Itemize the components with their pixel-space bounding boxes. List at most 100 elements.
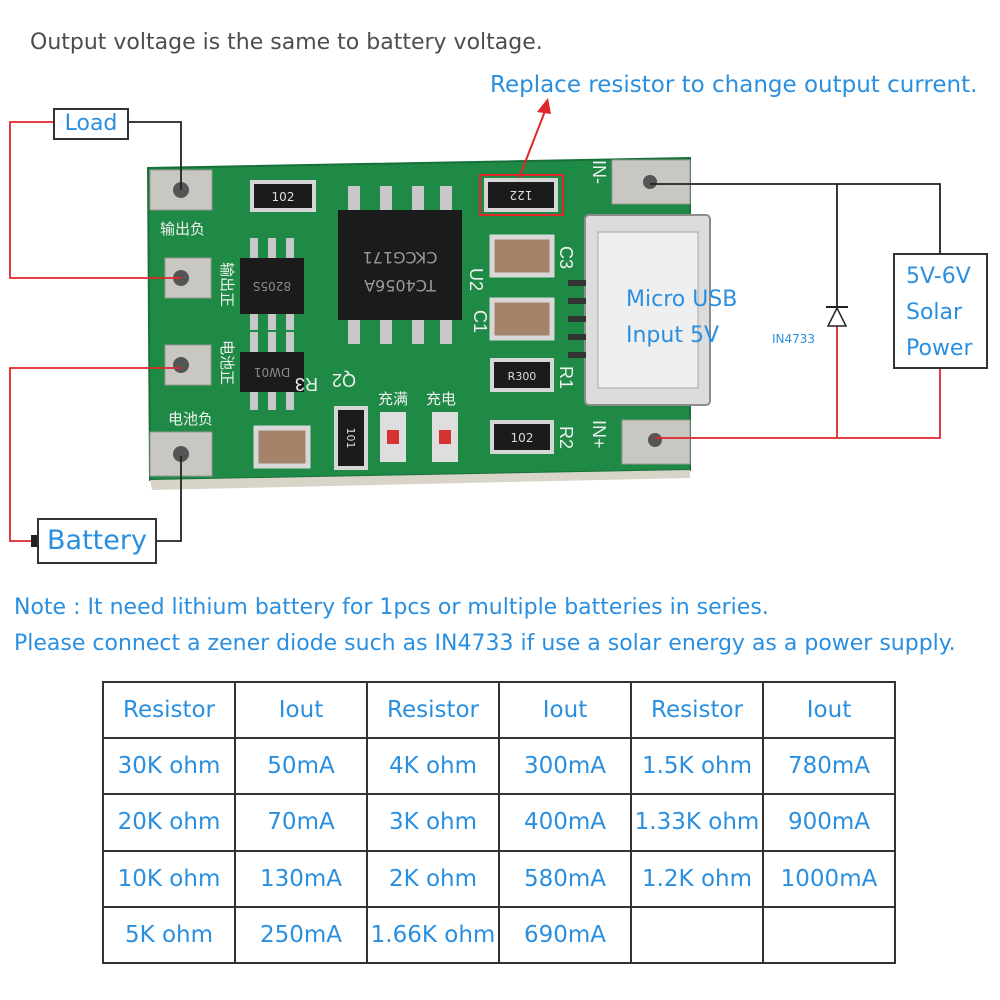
silk-r2: R2 — [556, 426, 576, 449]
resistor-highlight-box — [479, 174, 564, 216]
header-cell: Iout — [234, 680, 368, 740]
svg-text:102: 102 — [272, 190, 295, 204]
svg-text:101: 101 — [344, 428, 357, 449]
table-cell: 70mA — [234, 793, 368, 852]
battery-label: Battery — [37, 518, 157, 564]
silk-c1: C1 — [470, 310, 490, 333]
tc4056a-chip: TC4056A CKCG171 — [338, 186, 462, 344]
header-cell: Iout — [762, 680, 896, 740]
note-line-1: Note : It need lithium battery for 1pcs … — [14, 595, 769, 620]
table-row: 20K ohm 70mA 3K ohm 400mA 1.33K ohm 900m… — [102, 793, 896, 852]
wire-load-black — [129, 121, 182, 190]
svg-text:102: 102 — [511, 431, 534, 445]
header-cell: Resistor — [102, 680, 236, 740]
silk-battery-negative: 电池负 — [168, 411, 213, 428]
usb-line-2: Input 5V — [626, 323, 720, 348]
diode-label: IN4733 — [772, 332, 816, 346]
capacitor-c1 — [489, 297, 555, 341]
mosfet-8205s: 8205S — [240, 238, 304, 330]
table-cell: 130mA — [234, 849, 368, 908]
silk-in-plus: IN+ — [589, 420, 609, 449]
resistor-102-top: 102 — [250, 180, 316, 212]
table-cell: 1000mA — [762, 849, 896, 908]
table-cell: 50mA — [234, 737, 368, 796]
chip-label: TC4056A — [364, 276, 437, 295]
protection-ic-dw01: DW01 — [240, 332, 304, 410]
table-row: 30K ohm 50mA 4K ohm 300mA 1.5K ohm 780mA — [102, 737, 896, 796]
usb-input-label: Micro USB Input 5V — [626, 282, 737, 354]
mosfet-top-label: 8205S — [253, 279, 291, 293]
table-cell: 400mA — [498, 793, 632, 852]
silkscreen-labels: U2 C3 C1 R1 R2 R3 Q2 IN- IN+ 输出负 输出正 电池正… — [160, 160, 609, 449]
silk-output-positive: 输出正 — [218, 262, 235, 307]
silk-r1: R1 — [556, 366, 576, 389]
table-cell: 1.33K ohm — [630, 793, 764, 852]
svg-text:R300: R300 — [508, 370, 537, 383]
table-cell: 10K ohm — [102, 849, 236, 908]
table-cell: 5K ohm — [102, 905, 236, 965]
table-cell: 900mA — [762, 793, 896, 852]
usb-line-1: Micro USB — [626, 287, 738, 312]
capacitor-c3 — [489, 234, 555, 278]
pad-battery-negative — [149, 431, 213, 477]
circuit-diagram: TC4056A CKCG171 8205S DW01 122 102 R300 — [9, 98, 941, 547]
resistor-101: 101 — [334, 406, 368, 470]
table-cell: 4K ohm — [366, 737, 500, 796]
resistor-122: 122 — [484, 178, 558, 212]
header-cell: Iout — [498, 680, 632, 740]
micro-usb-connector — [568, 214, 711, 406]
table-cell: 2K ohm — [366, 849, 500, 908]
table-row: 5K ohm 250mA 1.66K ohm 690mA — [102, 905, 896, 965]
note-block: Note : It need lithium battery for 1pcs … — [14, 590, 956, 662]
chip-code: CKCG171 — [363, 248, 438, 267]
silk-c3: C3 — [556, 246, 576, 269]
header-cell: Resistor — [366, 680, 500, 740]
table-cell: 1.5K ohm — [630, 737, 764, 796]
wire-in-minus — [650, 183, 941, 253]
arrow-to-resistor — [518, 98, 551, 179]
silk-charge-full: 充满 — [378, 391, 408, 408]
wire-load-red — [9, 121, 181, 279]
zener-diode-icon — [826, 306, 848, 327]
note-line-2: Please connect a zener diode such as IN4… — [14, 631, 956, 656]
table-header-row: Resistor Iout Resistor Iout Resistor Iou… — [102, 680, 896, 740]
pad-in-plus — [621, 419, 691, 465]
battery-lead-marker — [31, 535, 37, 547]
table-row: 10K ohm 130mA 2K ohm 580mA 1.2K ohm 1000… — [102, 849, 896, 908]
silk-charging: 充电 — [426, 391, 456, 408]
solar-line-3: Power — [906, 336, 973, 361]
solar-power-label: 5V-6V Solar Power — [893, 253, 988, 369]
wire-battery-black — [157, 456, 182, 542]
solar-line-1: 5V-6V — [906, 264, 971, 289]
pad-battery-positive — [164, 344, 212, 386]
resistor-102-bottom: 102 — [490, 420, 554, 454]
table-cell: 20K ohm — [102, 793, 236, 852]
table-cell: 250mA — [234, 905, 368, 965]
wire-in-plus — [655, 369, 941, 439]
table-cell: 690mA — [498, 905, 632, 965]
wire-battery-red — [9, 367, 181, 542]
output-voltage-note: Output voltage is the same to battery vo… — [30, 30, 543, 55]
table-cell: 1.66K ohm — [366, 905, 500, 965]
pad-in-minus — [611, 159, 691, 205]
table-cell: 3K ohm — [366, 793, 500, 852]
table-cell: 30K ohm — [102, 737, 236, 796]
protection-ic-label: DW01 — [254, 365, 290, 379]
silk-r3: R3 — [295, 374, 318, 394]
solar-line-2: Solar — [906, 300, 963, 325]
silk-output-negative: 输出负 — [160, 221, 205, 238]
silk-u2: U2 — [466, 268, 486, 291]
table-cell: 780mA — [762, 737, 896, 796]
silk-in-minus: IN- — [589, 160, 609, 184]
table-cell — [630, 905, 764, 965]
wires — [9, 121, 941, 542]
load-label: Load — [53, 108, 129, 140]
silk-battery-positive: 电池正 — [218, 340, 235, 385]
silk-q2: Q2 — [332, 370, 356, 390]
led-charging — [432, 412, 458, 462]
led-charged — [380, 412, 406, 462]
table-cell: 300mA — [498, 737, 632, 796]
replace-resistor-note: Replace resistor to change output curren… — [490, 72, 978, 98]
resistor-current-table: Resistor Iout Resistor Iout Resistor Iou… — [102, 680, 896, 965]
table-cell: 1.2K ohm — [630, 849, 764, 908]
